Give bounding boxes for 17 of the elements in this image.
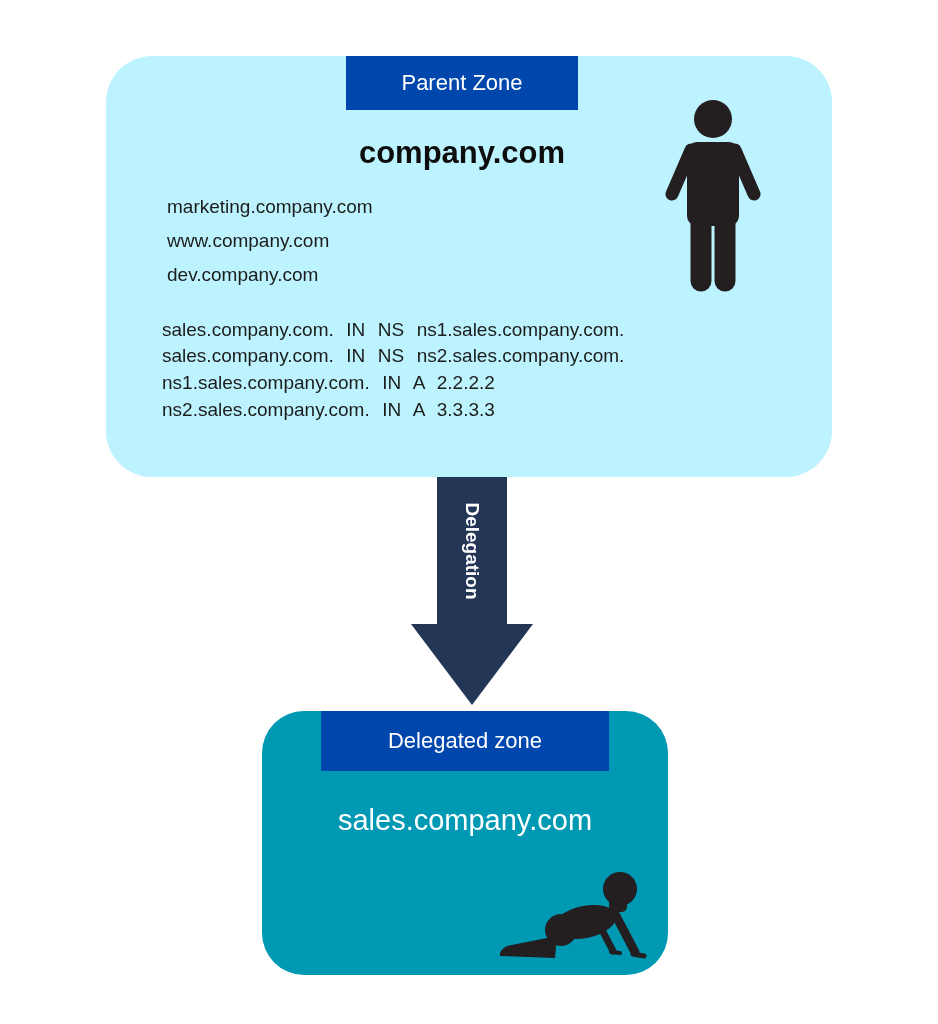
zone-tab <box>321 711 609 771</box>
dns-record: sales.company.com. IN NS ns2.sales.company.com. <box>162 344 625 368</box>
block-arrow <box>411 477 533 705</box>
dns-record: ns1.sales.company.com. IN A 2.2.2.2 <box>162 371 495 395</box>
dns-record: ns2.sales.company.com. IN A 3.3.3.3 <box>162 398 495 422</box>
subdomain-name: marketing.company.com <box>167 195 373 219</box>
zone-tab <box>346 56 578 110</box>
subdomain-name: dev.company.com <box>167 263 319 287</box>
zone-panel <box>262 711 668 975</box>
zone-title: Parent Zone <box>401 69 523 97</box>
edge-label: Delegation <box>461 501 483 600</box>
dns-record: sales.company.com. IN NS ns1.sales.company.com. <box>162 318 625 342</box>
zone-domain: company.com <box>357 134 567 172</box>
zone-domain: sales.company.com <box>336 803 594 838</box>
zone-panel <box>106 56 832 477</box>
subdomain-name: www.company.com <box>167 229 330 253</box>
zone-title: Delegated zone <box>387 727 543 755</box>
